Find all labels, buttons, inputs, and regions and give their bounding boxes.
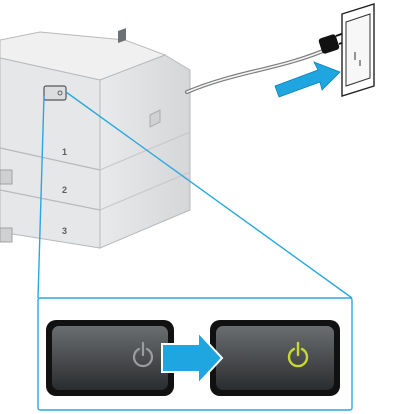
power-symbol-on-icon [287,341,309,368]
power-symbol-off-icon [132,341,154,368]
tray-handle [0,227,13,243]
power-symbol-icon [57,90,63,96]
printer-power-button[interactable] [43,85,67,101]
tray-number-3: 3 [62,226,67,236]
callout-lines [37,91,353,411]
printer: 1 2 3 [0,28,191,249]
power-button-off[interactable] [52,326,168,390]
plug-in-arrow-icon [274,61,341,98]
button-closeup [46,320,340,396]
tray-handle [0,169,13,185]
side-vent [118,28,126,44]
tray-number-2: 2 [62,185,67,195]
tray-number-1: 1 [62,147,67,157]
wall-outlet [341,3,375,97]
power-button-on[interactable] [216,326,334,390]
press-arrow-icon [161,329,224,387]
